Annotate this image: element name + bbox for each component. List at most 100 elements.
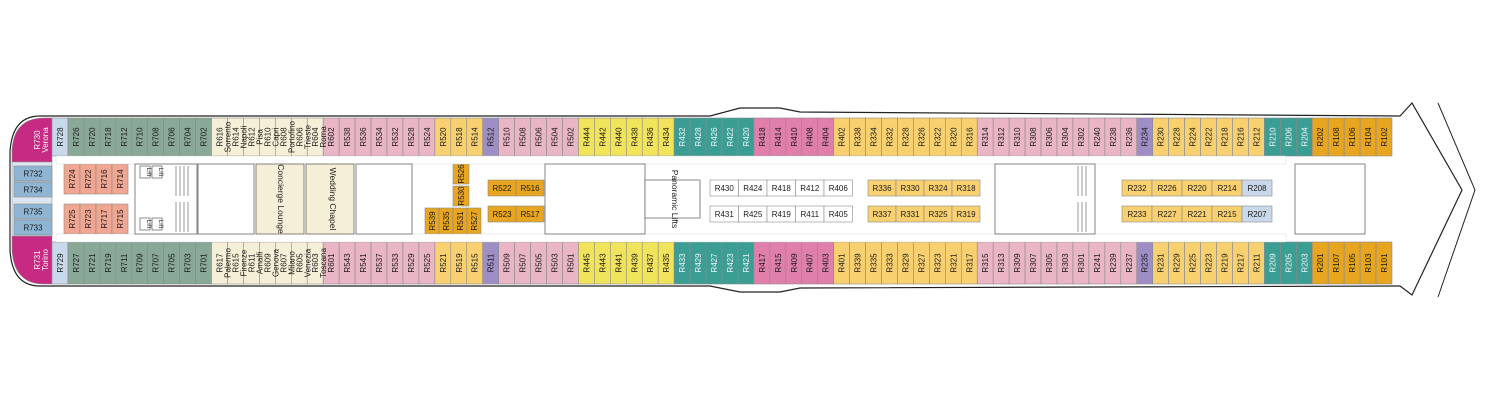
cabin-r524[interactable]: R524	[418, 117, 436, 157]
cabin-r418[interactable]: R418	[766, 179, 796, 197]
cabin-r227[interactable]: R227	[1151, 205, 1183, 223]
cabin-r721[interactable]: R721	[83, 241, 101, 285]
cabin-r219[interactable]: R219	[1216, 241, 1233, 285]
cabin-r336[interactable]: R336	[867, 179, 897, 197]
cabin-r220[interactable]: R220	[1181, 179, 1213, 197]
cabin-r520[interactable]: R520	[434, 117, 452, 157]
cabin-r507[interactable]: R507	[514, 241, 531, 285]
cabin-r222[interactable]: R222	[1200, 117, 1217, 157]
cabin-r206[interactable]: R206	[1280, 117, 1297, 157]
cabin-r443[interactable]: R443	[594, 241, 611, 285]
cabin-r715[interactable]: R715	[111, 203, 129, 235]
cabin-r326[interactable]: R326	[913, 117, 930, 157]
cabin-r505[interactable]: R505	[530, 241, 547, 285]
cabin-r431[interactable]: R431	[709, 205, 739, 223]
cabin-r214[interactable]: R214	[1211, 179, 1243, 197]
cabin-r308[interactable]: R308	[1024, 117, 1042, 157]
cabin-r435[interactable]: R435	[657, 241, 675, 285]
cabin-r334[interactable]: R334	[865, 117, 882, 157]
cabin-r201[interactable]: R201	[1311, 241, 1329, 285]
cabin-r107[interactable]: R107	[1327, 241, 1345, 285]
cabin-r306[interactable]: R306	[1040, 117, 1058, 157]
cabin-r528[interactable]: R528	[402, 117, 420, 157]
cabin-r511[interactable]: R511	[482, 241, 499, 285]
cabin-r403[interactable]: R403	[817, 241, 834, 285]
cabin-r102[interactable]: R102	[1375, 117, 1393, 157]
cabin-r501[interactable]: R501	[562, 241, 579, 285]
cabin-r724[interactable]: R724	[63, 163, 81, 195]
cabin-r302[interactable]: R302	[1072, 117, 1090, 157]
cabin-r328[interactable]: R328	[897, 117, 914, 157]
cabin-r305[interactable]: R305	[1040, 241, 1058, 285]
cabin-r722[interactable]: R722	[79, 163, 97, 195]
cabin-r237[interactable]: R237	[1120, 241, 1138, 285]
cabin-r434[interactable]: R434	[657, 117, 675, 157]
cabin-r418[interactable]: R418	[753, 117, 771, 157]
aft-suite-verona[interactable]: R730 Verona	[11, 117, 53, 163]
cabin-r104[interactable]: R104	[1359, 117, 1377, 157]
cabin-r429[interactable]: R429	[689, 241, 707, 285]
cabin-r208[interactable]: R208	[1241, 179, 1273, 197]
cabin-r411[interactable]: R411	[795, 205, 825, 223]
cabin-r424[interactable]: R424	[738, 179, 768, 197]
cabin-r719[interactable]: R719	[99, 241, 117, 285]
cabin-r338[interactable]: R338	[849, 117, 866, 157]
cabin-r702[interactable]: R702	[195, 117, 212, 157]
aft-suite-torino[interactable]: R731 Torino	[11, 235, 53, 285]
cabin-r723[interactable]: R723	[79, 203, 97, 235]
cabin-r239[interactable]: R239	[1104, 241, 1122, 285]
cabin-r536[interactable]: R536	[354, 117, 372, 157]
cabin-r430[interactable]: R430	[709, 179, 739, 197]
cabin-r228[interactable]: R228	[1168, 117, 1185, 157]
cabin-r525[interactable]: R525	[418, 241, 436, 285]
cabin-r204[interactable]: R204	[1295, 117, 1313, 157]
cabin-r432[interactable]: R432	[673, 117, 691, 157]
cabin-r734[interactable]: R734	[13, 181, 53, 198]
cabin-r240[interactable]: R240	[1088, 117, 1106, 157]
cabin-r425[interactable]: R425	[738, 205, 768, 223]
cabin-r735[interactable]: R735	[13, 203, 53, 220]
cabin-r508[interactable]: R508	[514, 117, 531, 157]
cabin-r203[interactable]: R203	[1295, 241, 1313, 285]
cabin-r706[interactable]: R706	[163, 117, 180, 157]
cabin-r526[interactable]: R526	[452, 163, 470, 185]
cabin-r530[interactable]: R530	[452, 185, 470, 207]
cabin-r211[interactable]: R211	[1248, 241, 1265, 285]
cabin-r407[interactable]: R407	[801, 241, 819, 285]
cabin-r512[interactable]: R512	[482, 117, 499, 157]
cabin-r439[interactable]: R439	[625, 241, 643, 285]
cabin-r440[interactable]: R440	[610, 117, 627, 157]
cabin-r516[interactable]: R516	[515, 179, 545, 197]
cabin-r323[interactable]: R323	[929, 241, 946, 285]
cabin-r420[interactable]: R420	[737, 117, 755, 157]
cabin-r405[interactable]: R405	[823, 205, 853, 223]
cabin-r726[interactable]: R726	[67, 117, 85, 157]
cabin-r408[interactable]: R408	[801, 117, 819, 157]
cabin-r221[interactable]: R221	[1181, 205, 1213, 223]
cabin-r732[interactable]: R732	[13, 165, 53, 182]
cabin-r522[interactable]: R522	[487, 179, 517, 197]
cabin-r417[interactable]: R417	[753, 241, 771, 285]
cabin-r518[interactable]: R518	[450, 117, 468, 157]
cabin-r105[interactable]: R105	[1343, 241, 1361, 285]
cabin-r527[interactable]: R527	[466, 207, 482, 235]
cabin-r506[interactable]: R506	[530, 117, 547, 157]
cabin-r329[interactable]: R329	[897, 241, 914, 285]
cabin-r312[interactable]: R312	[992, 117, 1010, 157]
cabin-r541[interactable]: R541	[354, 241, 372, 285]
cabin-r517[interactable]: R517	[515, 205, 545, 223]
cabin-r509[interactable]: R509	[498, 241, 515, 285]
cabin-r331[interactable]: R331	[895, 205, 925, 223]
cabin-r333[interactable]: R333	[881, 241, 898, 285]
cabin-r412[interactable]: R412	[795, 179, 825, 197]
cabin-r101[interactable]: R101	[1375, 241, 1393, 285]
cabin-r510[interactable]: R510	[498, 117, 515, 157]
cabin-r414[interactable]: R414	[769, 117, 787, 157]
cabin-r523[interactable]: R523	[487, 205, 517, 223]
cabin-r705[interactable]: R705	[163, 241, 180, 285]
cabin-r703[interactable]: R703	[179, 241, 196, 285]
cabin-r709[interactable]: R709	[131, 241, 149, 285]
cabin-r319[interactable]: R319	[951, 205, 981, 223]
cabin-r235[interactable]: R235	[1136, 241, 1154, 285]
cabin-r419[interactable]: R419	[766, 205, 796, 223]
